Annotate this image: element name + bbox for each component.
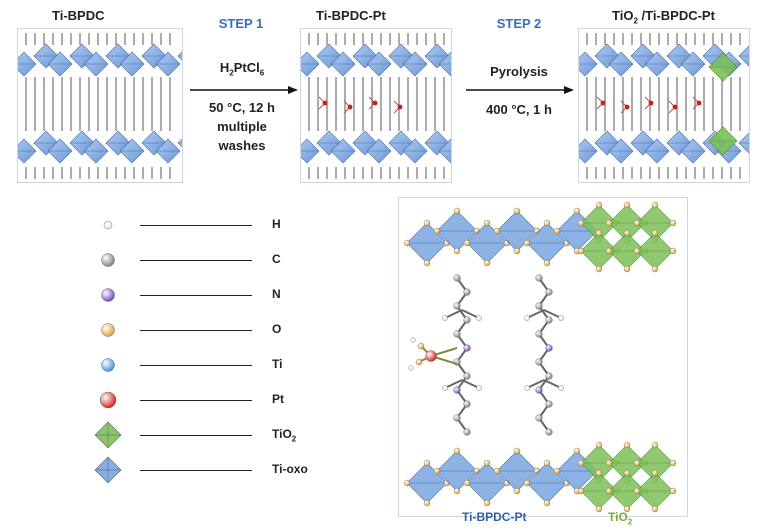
step2-process: Pyrolysis	[490, 64, 548, 79]
legend-leader-line	[140, 400, 252, 401]
legend-swatch	[101, 253, 115, 267]
legend-label: O	[272, 322, 282, 336]
legend-row: Pt	[80, 385, 380, 415]
step2-arrow	[466, 86, 574, 94]
legend-row: C	[80, 245, 380, 275]
legend-swatch	[103, 220, 113, 230]
legend-label: Pt	[272, 392, 284, 406]
legend-leader-line	[140, 435, 252, 436]
legend-swatch	[94, 421, 122, 449]
legend-swatch	[99, 391, 117, 409]
legend-leader-line	[140, 225, 252, 226]
legend-label: H	[272, 217, 281, 231]
legend-swatch	[101, 288, 115, 302]
step1-line2: multiple	[217, 119, 267, 134]
mof-structure-diagram	[579, 33, 749, 179]
legend-row: H	[80, 210, 380, 240]
structure-panel-ti-bpdc	[17, 28, 183, 183]
legend-row: O	[80, 315, 380, 345]
structure-panel-tio2-ti-bpdc-pt	[578, 28, 750, 183]
legend-leader-line	[140, 260, 252, 261]
legend-leader-line	[140, 365, 252, 366]
step1-conditions: 50 °C, 12 h multiple washes	[190, 98, 294, 155]
legend-leader-line	[140, 470, 252, 471]
legend-label: N	[272, 287, 281, 301]
step2-title: STEP 2	[496, 16, 542, 31]
legend-leader-line	[140, 295, 252, 296]
legend-swatch	[94, 456, 122, 484]
structure-panel-ti-bpdc-pt	[300, 28, 452, 183]
legend-row: Ti	[80, 350, 380, 380]
step1-temperature: 50 °C, 12 h	[209, 100, 275, 115]
detailed-structure-diagram	[403, 201, 677, 513]
legend-label: Ti-oxo	[272, 462, 308, 476]
caption-ti-bpdc-pt: Ti-BPDC-Pt	[462, 510, 527, 524]
panel-label-ti-bpdc-pt: Ti-BPDC-Pt	[316, 8, 386, 23]
legend-row: N	[80, 280, 380, 310]
legend-label: Ti	[272, 357, 283, 371]
caption-tio2: TiO2	[608, 510, 633, 527]
step1-line3: washes	[218, 138, 266, 153]
step1-reagent: H2PtCl6	[219, 60, 265, 78]
panel-label-ti-bpdc: Ti-BPDC	[52, 8, 105, 23]
legend-row: Ti-oxo	[80, 455, 380, 485]
legend-swatch	[101, 358, 115, 372]
panel-label-tio2-ti-bpdc-pt: TiO2 /Ti-BPDC-Pt	[612, 8, 715, 26]
mof-structure-diagram	[301, 33, 451, 179]
mof-structure-diagram	[18, 33, 182, 179]
legend-row: TiO2	[80, 420, 380, 450]
legend-swatch	[101, 323, 115, 337]
step2-conditions: 400 °C, 1 h	[486, 102, 552, 117]
step1-title: STEP 1	[218, 16, 264, 31]
step1-arrow	[190, 86, 298, 94]
legend-label: C	[272, 252, 281, 266]
legend-label: TiO2	[272, 427, 297, 444]
legend-leader-line	[140, 330, 252, 331]
detailed-structure-panel	[398, 197, 688, 517]
